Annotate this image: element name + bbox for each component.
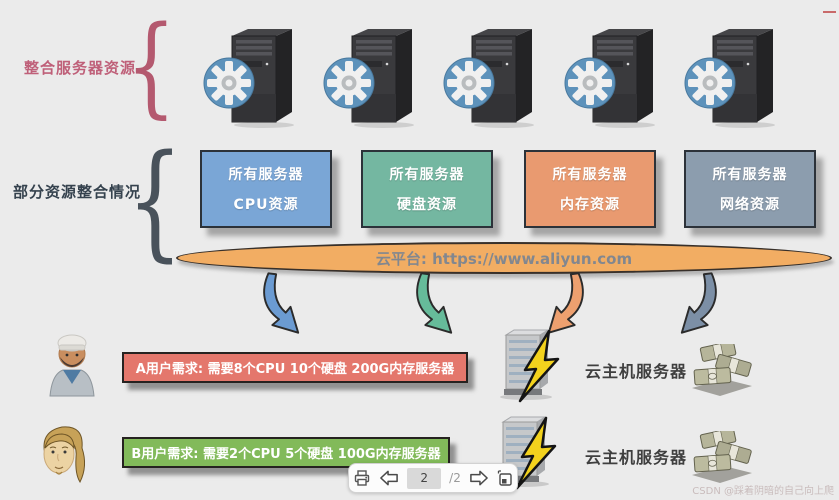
pager-toolbar: /2 (348, 463, 518, 493)
box-line2: 网络资源 (720, 197, 780, 213)
box-line1: 所有服务器 (552, 167, 628, 183)
next-page-button[interactable] (469, 469, 489, 487)
cloud-host-server-icon (492, 327, 576, 405)
partial-resources-label: 部分资源整合情况 (13, 183, 142, 201)
gear-icon (203, 57, 255, 109)
rack-server-lightning-icon (500, 329, 560, 403)
integrate-servers-label: 整合服务器资源 (24, 59, 137, 77)
cpu-flow-arrow-icon (256, 271, 302, 335)
page-number-input[interactable] (407, 467, 442, 489)
prev-page-button[interactable] (379, 469, 399, 487)
user-b-requirement-label: B用户需求: 需要2个CPU 5个硬盘 100G内存服务器 (122, 437, 450, 468)
top-curly-brace: { (126, 2, 177, 130)
box-line1: 所有服务器 (228, 167, 304, 183)
user-b-requirement-text: B用户需求: 需要2个CPU 5个硬盘 100G内存服务器 (131, 447, 441, 462)
gear-icon (684, 57, 736, 109)
user-a-avatar (40, 332, 104, 398)
print-button[interactable] (353, 469, 371, 487)
network-flow-arrow-icon (678, 271, 724, 335)
cloud-platform-ellipse: 云平台: https://www.aliyun.com (176, 242, 832, 274)
box-line1: 所有服务器 (389, 167, 465, 183)
server-tower-icon (587, 24, 659, 128)
gear-icon (323, 57, 375, 109)
gear-icon (564, 57, 616, 109)
memory-flow-arrow-icon (545, 271, 591, 335)
fullscreen-button[interactable] (497, 470, 513, 486)
network-resource-box: 所有服务器 网络资源 (684, 150, 816, 228)
page-total-label: /2 (449, 471, 461, 485)
box-line2: CPU资源 (233, 197, 299, 213)
gear-icon (443, 57, 495, 109)
money-stack-icon (686, 340, 756, 398)
box-line1: 所有服务器 (712, 167, 788, 183)
arrow-left-icon (380, 470, 399, 486)
user-a-requirement-label: A用户需求: 需要8个CPU 10个硬盘 200G内存服务器 (122, 352, 468, 383)
top-right-red-mark (823, 11, 836, 13)
user-a-requirement-text: A用户需求: 需要8个CPU 10个硬盘 200G内存服务器 (135, 362, 455, 377)
arrow-right-icon (469, 470, 488, 486)
memory-resource-box: 所有服务器 内存资源 (524, 150, 656, 228)
fullscreen-icon (497, 470, 512, 486)
disk-flow-arrow-icon (409, 271, 455, 335)
csdn-watermark: CSDN @踩着阴暗的自己向上爬 (692, 486, 834, 497)
cloud-platform-url: 云平台: https://www.aliyun.com (375, 249, 633, 268)
cpu-resource-box: 所有服务器 CPU资源 (200, 150, 332, 228)
user-b-avatar-icon (43, 426, 86, 484)
cloud-host-label: 云主机服务器 (585, 448, 688, 467)
gear-icon (203, 57, 255, 109)
disk-resource-box: 所有服务器 硬盘资源 (361, 150, 493, 228)
user-b-avatar (32, 422, 94, 486)
printer-icon (354, 470, 370, 486)
user-a-avatar-icon (49, 334, 95, 397)
money-stack-icon (692, 340, 752, 396)
box-line2: 硬盘资源 (397, 197, 457, 213)
bottom-curly-brace: { (127, 127, 183, 274)
box-line2: 内存资源 (560, 197, 620, 213)
cloud-host-label: 云主机服务器 (585, 362, 688, 381)
cloud-host-server-icon (489, 414, 573, 492)
money-stack-icon (686, 427, 756, 485)
